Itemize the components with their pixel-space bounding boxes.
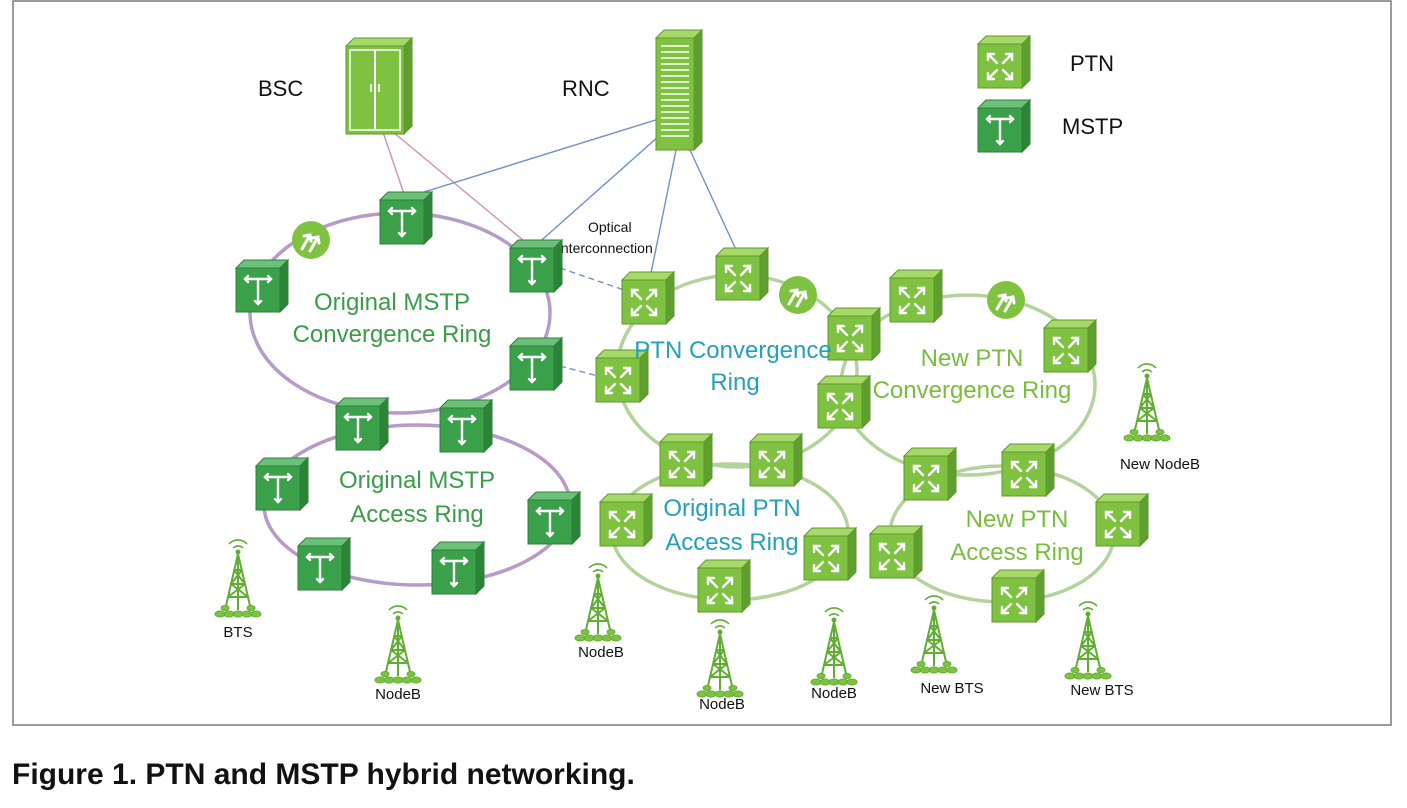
mstp-node-conv-top — [378, 190, 434, 246]
ptn-node-access-bottom — [696, 558, 752, 614]
ptn-node-new-conv-right — [1042, 318, 1098, 374]
ptn-node-new-access-right — [1094, 492, 1150, 548]
tower-label-new-nodeb: New NodeB — [1120, 456, 1200, 473]
ring-labels: Original MSTP Convergence Ring Original … — [293, 289, 1084, 566]
ring-label-ptn-access-1: Original PTN — [663, 495, 800, 522]
bsc-label: BSC — [258, 76, 303, 101]
ptn-node-access-right — [802, 526, 858, 582]
ring-label-ptn-conv-1: PTN Convergence — [634, 337, 831, 364]
tower-label-new-bts-1: New BTS — [920, 680, 983, 697]
ptn-node-conv-upper-left — [620, 270, 676, 326]
ring-label-new-ptn-access-1: New PTN — [966, 506, 1069, 533]
mstp-node-shared-left — [334, 396, 390, 452]
tower-label-nodeb-4: NodeB — [811, 685, 857, 702]
ring-label-new-ptn-access-2: Access Ring — [950, 539, 1083, 566]
mstp-node-shared-right — [438, 398, 494, 454]
ptn-node-shared-lower — [816, 374, 872, 430]
ptn-node-new-conv-top — [888, 268, 944, 324]
mstp-node-access-right — [526, 490, 582, 546]
tower-label-nodeb-1: NodeB — [375, 686, 421, 703]
upgrade-arrow-icon-1 — [290, 219, 332, 261]
tower-label-bts: BTS — [223, 624, 252, 641]
ptn-node-new-access-left — [868, 524, 924, 580]
upgrade-arrow-icon-2 — [777, 274, 819, 316]
tower-label-nodeb-3: NodeB — [699, 696, 745, 713]
legend-ptn-icon — [976, 34, 1032, 90]
core-links — [382, 117, 739, 279]
ring-label-new-ptn-conv-1: New PTN — [921, 345, 1024, 372]
rnc-rack-icon — [654, 28, 704, 152]
legend: PTN MSTP — [976, 34, 1123, 154]
tower-label-nodeb-2: NodeB — [578, 644, 624, 661]
ring-label-ptn-access-2: Access Ring — [665, 529, 798, 556]
figure-caption: Figure 1. PTN and MSTP hybrid networking… — [12, 758, 635, 791]
ring-label-mstp-access-2: Access Ring — [350, 501, 483, 528]
ring-label-ptn-conv-2: Ring — [710, 369, 759, 396]
ptn-node-access-upper-right — [748, 432, 804, 488]
mstp-node-access-bottom-left — [296, 536, 352, 592]
ring-label-mstp-access-1: Original MSTP — [339, 467, 495, 494]
ptn-node-new-access-bottom — [990, 568, 1046, 624]
mstp-node-conv-left — [234, 258, 290, 314]
legend-ptn-label: PTN — [1070, 51, 1114, 76]
ptn-node-new-shared-left — [902, 446, 958, 502]
ptn-node-access-left — [598, 492, 654, 548]
ptn-node-new-shared-right — [1000, 442, 1056, 498]
mstp-node-conv-right — [508, 238, 564, 294]
optical-interconnection-links — [559, 267, 625, 377]
rnc-label: RNC — [562, 76, 610, 101]
upgrade-arrow-icon-3 — [985, 279, 1027, 321]
ring-label-new-ptn-conv-2: Convergence Ring — [873, 377, 1072, 404]
mstp-node-access-left — [254, 456, 310, 512]
bsc-cabinet-icon — [344, 36, 414, 136]
legend-mstp-label: MSTP — [1062, 114, 1123, 139]
legend-mstp-icon — [976, 98, 1032, 154]
tower-label-new-bts-2: New BTS — [1070, 682, 1133, 699]
annotation-line-2: Interconnection — [557, 240, 653, 256]
ptn-node-shared-upper — [826, 306, 882, 362]
annotation-line-1: Optical — [588, 219, 632, 235]
ring-label-mstp-conv-1: Original MSTP — [314, 289, 470, 316]
mstp-node-conv-lower-right — [508, 336, 564, 392]
mstp-node-access-bottom-right — [430, 540, 486, 596]
ptn-node-conv-top — [714, 246, 770, 302]
ptn-node-access-upper-left — [658, 432, 714, 488]
ring-label-mstp-conv-2: Convergence Ring — [293, 321, 492, 348]
tower-labels: BTS NodeB NodeB NodeB NodeB New BTS New … — [223, 456, 1200, 713]
